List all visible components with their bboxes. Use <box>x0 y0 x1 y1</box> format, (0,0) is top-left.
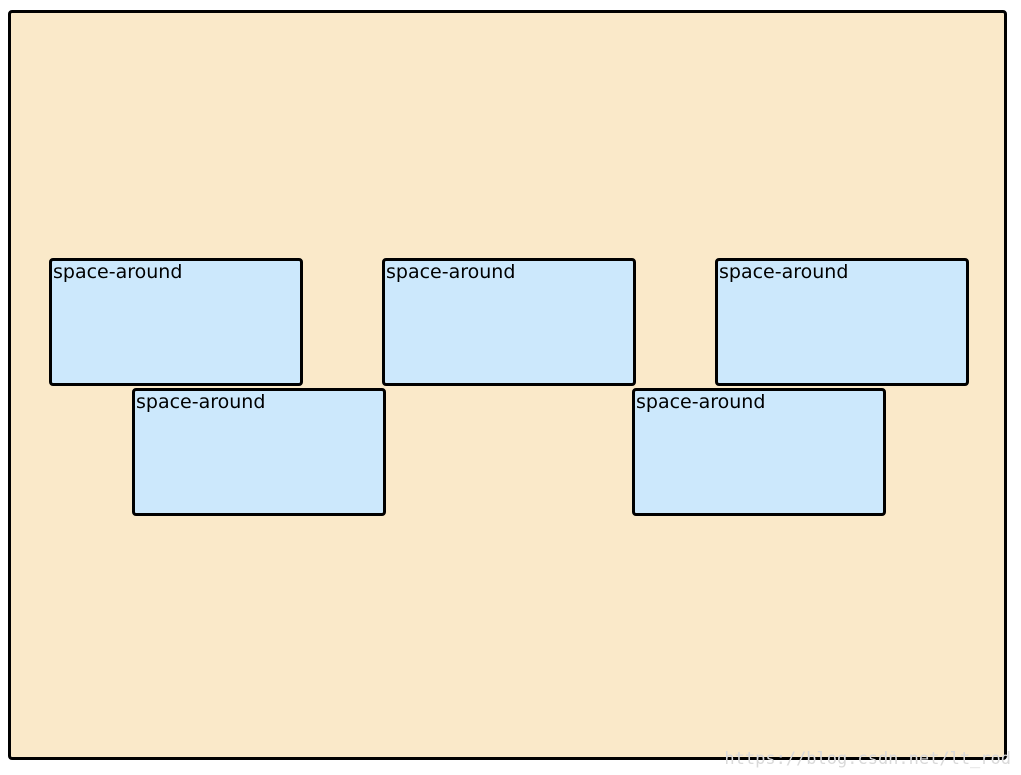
flex-item-label: space-around <box>53 261 183 283</box>
flex-item: space-around <box>49 258 303 386</box>
flex-item-label: space-around <box>386 261 516 283</box>
flex-item: space-around <box>382 258 636 386</box>
flex-item: space-around <box>715 258 969 386</box>
watermark-text: https://blog.csdn.net/lt_rod <box>724 749 1011 769</box>
flex-item-label: space-around <box>636 391 766 413</box>
flex-item-label: space-around <box>719 261 849 283</box>
flex-item: space-around <box>632 388 886 516</box>
flex-item-label: space-around <box>136 391 266 413</box>
flex-item: space-around <box>132 388 386 516</box>
